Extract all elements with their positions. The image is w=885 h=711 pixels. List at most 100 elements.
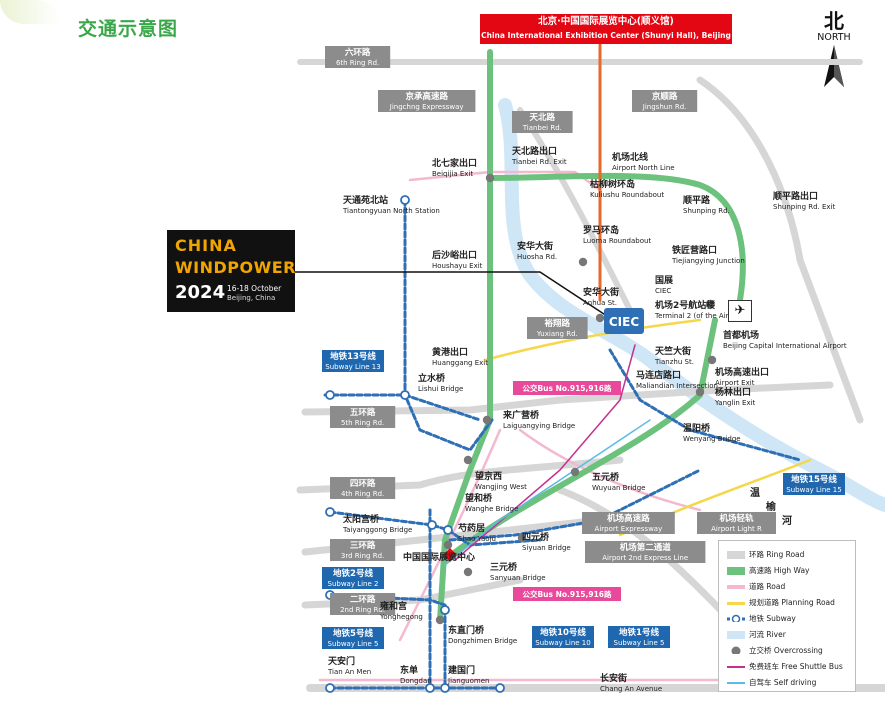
- overcrossing-node-10: [695, 387, 705, 397]
- place-en-32: Dongzhimen Bridge: [448, 637, 517, 645]
- place-zh-18: 马连店路口: [636, 369, 681, 381]
- place-zh-24: 五元桥: [592, 471, 620, 483]
- place-zh-28: 四元桥: [522, 531, 550, 543]
- place-en-1: Tianbei Rd. Exit: [511, 158, 567, 166]
- place-zh-8: 安华大街: [517, 240, 553, 252]
- grey-label-zh-7: 三环路: [350, 540, 376, 551]
- place-en-7: Houshayu Exit: [432, 262, 483, 270]
- place-zh-6: 天通苑北站: [343, 194, 388, 206]
- overcrossing-node-5: [463, 455, 473, 465]
- map-legend: 环路 Ring Road 高速路 High Way 道路 Road 规划道路 P…: [718, 540, 856, 692]
- place-zh-26: 太阳宫桥: [342, 513, 380, 525]
- ring-road-4th: [296, 456, 624, 494]
- place-zh-16: 天竺大街: [655, 345, 691, 357]
- page-title: 交通示意图: [78, 18, 179, 40]
- river-name-2: 河: [782, 515, 792, 527]
- subway-station-1: [400, 390, 410, 400]
- subway-label-bg-0: [322, 350, 384, 372]
- place-zh-36: 长安街: [600, 672, 627, 684]
- place-en-23: Wangjing West: [475, 483, 527, 491]
- logo-dates: 16-18 October: [227, 284, 282, 293]
- overcrossing-node-2: [705, 299, 715, 309]
- place-zh-5: 顺平路出口: [773, 190, 818, 202]
- place-zh-30: 三元桥: [490, 561, 518, 573]
- grey-label-en-2: Tianbei Rd.: [522, 124, 562, 132]
- grey-label-bg-4: [527, 317, 588, 339]
- grey-label-en-11: Airport 2nd Express Line: [602, 554, 688, 562]
- airport-icon: ✈: [728, 300, 752, 322]
- self-driving-route: [444, 419, 651, 566]
- subway-label-zh-5: 地铁15号线: [791, 474, 837, 485]
- subway-label-en-3: Subway Line 10: [535, 639, 590, 647]
- subway-label-en-4: Subway Line 5: [614, 639, 665, 647]
- grey-label-zh-9: 机场高速路: [607, 513, 650, 524]
- road-pink-north: [398, 428, 502, 642]
- place-en-30: Sanyuan Bridge: [490, 574, 546, 582]
- place-en-18: Maliandian Intersection: [636, 382, 718, 390]
- place-en-10: Tiejiangying Junction: [671, 257, 745, 265]
- grey-label-en-6: 4th Ring Rd.: [341, 490, 384, 498]
- place-zh-19: 机场高速出口: [715, 366, 769, 378]
- place-en-5: Shunping Rd. Exit: [773, 203, 836, 211]
- legend-shuttle-bus: 免费班车 Free Shuttle Bus: [719, 661, 855, 673]
- place-zh-0: 北七家出口: [432, 157, 477, 169]
- compass-arrow-icon: [824, 45, 844, 87]
- place-zh-13: 机场2号航站楼: [655, 299, 715, 311]
- overcrossing-node-3: [570, 467, 580, 477]
- subway-label-en-5: Subway Line 15: [786, 486, 841, 494]
- grey-label-en-0: 6th Ring Rd.: [336, 59, 379, 67]
- place-en-6: Tiantongyuan North Station: [342, 207, 440, 215]
- grey-label-zh-6: 四环路: [350, 478, 376, 489]
- place-en-35: Jianguomen: [447, 677, 489, 685]
- airport-light-rail: [448, 468, 702, 542]
- grey-label-bg-0: [325, 46, 391, 68]
- place-en-31: Yonghegong: [379, 613, 423, 621]
- place-zh-7: 后沙峪出口: [432, 249, 477, 261]
- road-pink-east: [518, 428, 702, 512]
- ring-road-jingshun: [696, 76, 864, 424]
- subway-label-en-2: Subway Line 5: [328, 640, 379, 648]
- highway-airport-expressway: [442, 317, 718, 563]
- overcrossing-node-4: [482, 415, 492, 425]
- decorative-leaf: [0, 0, 60, 24]
- place-en-12: CIEC: [655, 287, 671, 295]
- china-windpower-logo: CHINA WINDPOWER 2024 16-18 October Beiji…: [167, 230, 296, 312]
- subway-label-zh-1: 地铁2号线: [333, 568, 373, 579]
- place-zh-9: 罗马环岛: [583, 224, 619, 236]
- place-zh-21: 来广营桥: [502, 409, 540, 421]
- logo-year: 2024: [175, 282, 226, 303]
- legend-ring-road: 环路 Ring Road: [719, 549, 855, 561]
- subway-label-zh-3: 地铁10号线: [540, 627, 586, 638]
- legend-planning-road: 规划道路 Planning Road: [719, 597, 855, 609]
- place-zh-17: 立水桥: [418, 372, 446, 384]
- subway-label-bg-3: [532, 626, 594, 648]
- legend-river: 河流 River: [719, 629, 855, 641]
- legend-highway: 高速路 High Way: [719, 565, 855, 577]
- place-en-17: Lishui Bridge: [418, 385, 463, 393]
- place-en-19: Airport Exit: [715, 379, 755, 387]
- subway-station-4: [427, 520, 437, 530]
- place-zh-31: 雍和宫: [380, 600, 407, 612]
- subway-label-en-1: Subway Line 2: [328, 580, 379, 588]
- overcross-legend-icon: [731, 646, 741, 654]
- river-name-1: 榆: [766, 500, 777, 513]
- grey-label-zh-3: 京顺路: [652, 91, 678, 102]
- place-zh-35: 建国门: [448, 664, 475, 676]
- place-en-13: Terminal 2 (of the Airport): [654, 312, 746, 320]
- subway-line-15: [608, 348, 802, 462]
- place-en-2: Airport North Line: [612, 164, 675, 172]
- venue-city-marker: [443, 548, 457, 562]
- grey-label-zh-10: 机场轻轨: [719, 513, 754, 524]
- highway-jingcheng: [437, 49, 493, 623]
- place-en-25: Wanghe Bridge: [465, 505, 518, 513]
- subway-station-10: [325, 683, 335, 693]
- grey-label-en-4: Yuxiang Rd.: [536, 330, 578, 338]
- river-name-0: 温: [750, 486, 760, 499]
- river-wenyu: [498, 98, 885, 512]
- grey-label-bg-10: [697, 512, 776, 534]
- grey-label-zh-0: 六环路: [345, 47, 371, 58]
- place-en-16: Tianzhu St.: [654, 358, 694, 366]
- logo-line2: WINDPOWER: [175, 258, 296, 277]
- place-zh-15: 黄港出口: [432, 346, 468, 358]
